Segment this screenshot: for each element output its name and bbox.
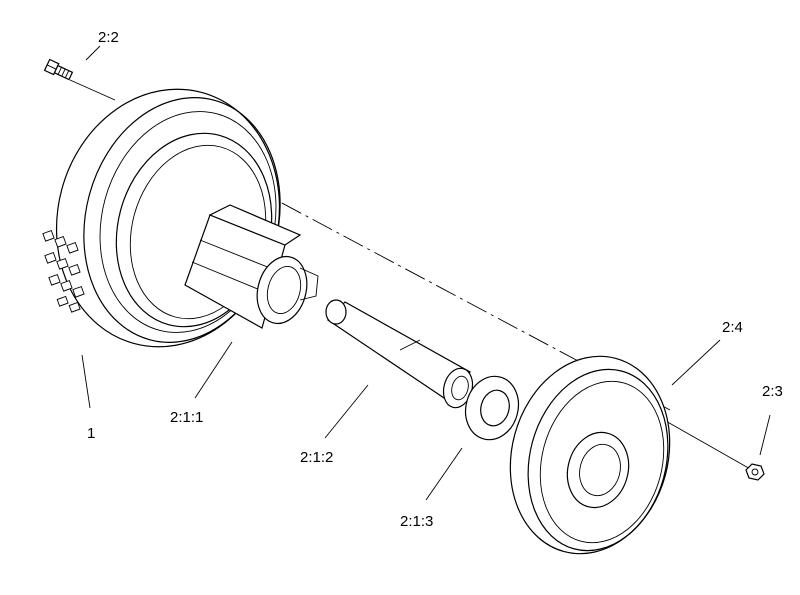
callout-washer: 2:1:3	[400, 513, 433, 530]
callout-wheel-half: 2:4	[722, 319, 743, 336]
callout-tire: 1	[87, 425, 95, 442]
hub-part	[184, 204, 319, 329]
callout-spacer-tube: 2:1:2	[300, 449, 333, 466]
tread-pattern	[42, 229, 85, 313]
tire-part	[42, 88, 281, 348]
callout-hub: 2:1:1	[170, 409, 203, 426]
wheel-half-part	[509, 355, 671, 555]
leader-lines	[81, 45, 771, 501]
nut-part	[745, 463, 765, 481]
bolt-part	[43, 58, 74, 81]
spacer-tube-part	[325, 299, 474, 409]
callout-bolt: 2:2	[98, 29, 119, 46]
callout-nut: 2:3	[762, 383, 783, 400]
washer-part	[464, 375, 520, 441]
